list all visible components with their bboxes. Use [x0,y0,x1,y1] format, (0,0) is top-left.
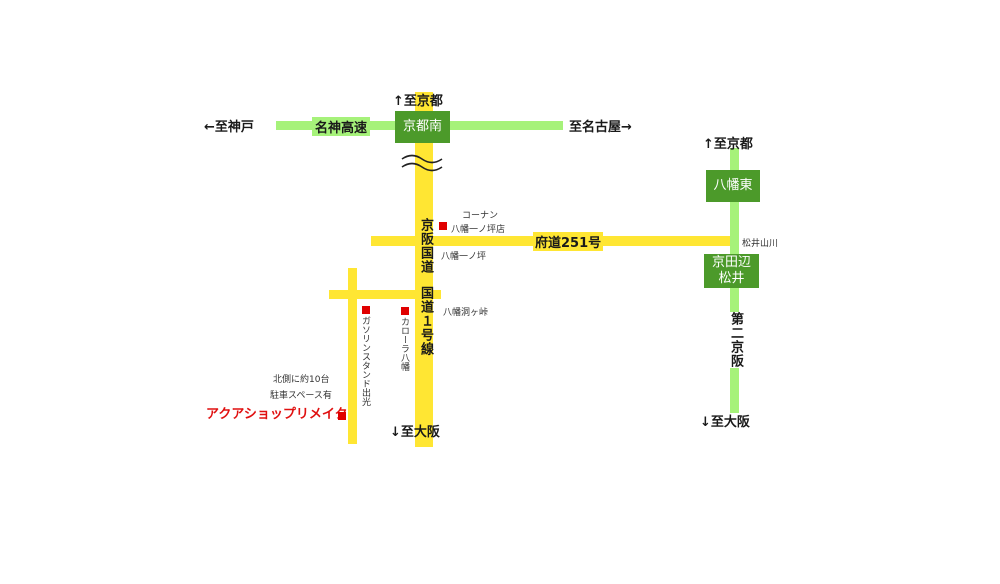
parking-note-line1: 北側に約10台 [273,375,330,385]
gas-station-marker [362,306,370,314]
yawata-ichinotsubo-label: 八幡一ノ坪 [441,252,487,262]
route-1-road [415,92,433,447]
yawata-higashi-label: 八幡東 [713,178,753,193]
kyotanabe-matsui-interchange: 京田辺 松井 [704,254,759,288]
yawata-horagatoge-label: 八幡洞ヶ峠 [443,308,489,318]
shop-name-label: アクアショップリメイク [206,407,348,422]
to-kobe-label: ←至神戸 [204,120,254,135]
yawata-higashi-interchange: 八幡東 [706,170,760,202]
matsui-yamate-label: 松井山川 [742,239,779,249]
konan-name-label: コーナン [462,211,499,221]
kyoto-minami-interchange: 京都南 [395,111,450,143]
konan-marker [439,222,447,230]
to-osaka-center-label: ↓至大阪 [390,425,440,440]
gas-station-label: ガソリンスタンド出光 [360,316,370,406]
to-osaka-right-label: ↓至大阪 [700,415,750,430]
matsui-label: 松井 [718,271,745,286]
to-kyoto-right-label: ↑至京都 [703,137,753,152]
keihan-kokudo-label: 京阪国道 [418,218,433,274]
kyotanabe-label: 京田辺 [711,255,751,270]
daini-keihan-label: 第二京阪 [726,312,745,368]
meishin-label: 名神高速 [312,117,371,136]
to-nagoya-label: 至名古屋→ [569,120,632,135]
shop-marker [338,412,346,420]
to-kyoto-top-label: ↑至京都 [393,94,443,109]
local-road-horizontal [329,290,441,299]
kokudo-1-label: 国道１号線 [418,286,433,356]
corolla-marker [401,307,409,315]
fudo-251-label: 府道251号 [533,232,604,251]
parking-note-line2: 駐車スペース有 [270,391,332,401]
kyoto-minami-label: 京都南 [402,119,442,134]
konan-branch-label: 八幡一ノ坪店 [451,225,506,235]
local-road-vertical [348,268,357,444]
corolla-label: カローラ八幡 [399,317,409,371]
road-break-mark [401,154,443,172]
